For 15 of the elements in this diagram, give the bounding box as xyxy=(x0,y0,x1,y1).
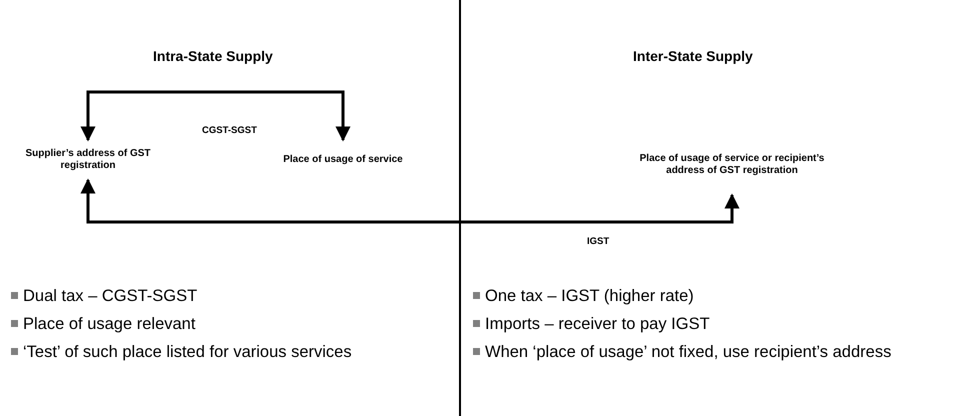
connector-arrow xyxy=(80,90,350,142)
bullet-text: Place of usage relevant xyxy=(10,316,450,332)
bullet-text: ‘Test’ of such place listed for various services xyxy=(10,344,460,360)
node-label: Place of usage of service or recipient’s address of GST registration xyxy=(622,135,842,195)
connector-arrow xyxy=(80,178,740,224)
column-heading: Inter-State Supply xyxy=(633,48,753,64)
bullet-text: Imports – receiver to pay IGST xyxy=(472,316,942,332)
column-heading: Intra-State Supply xyxy=(153,48,273,64)
edge-label: IGST xyxy=(585,236,612,247)
node-label: Place of usage of service xyxy=(268,140,418,180)
bullet-text: Dual tax – CGST-SGST xyxy=(10,288,450,304)
bullet-text: One tax – IGST (higher rate) xyxy=(472,288,942,304)
edge-label: CGST-SGST xyxy=(200,125,259,136)
node-label: Supplier’s address of GST registration xyxy=(5,140,171,180)
bullet-text: When ‘place of usage’ not fixed, use recipient’s address xyxy=(472,344,942,360)
